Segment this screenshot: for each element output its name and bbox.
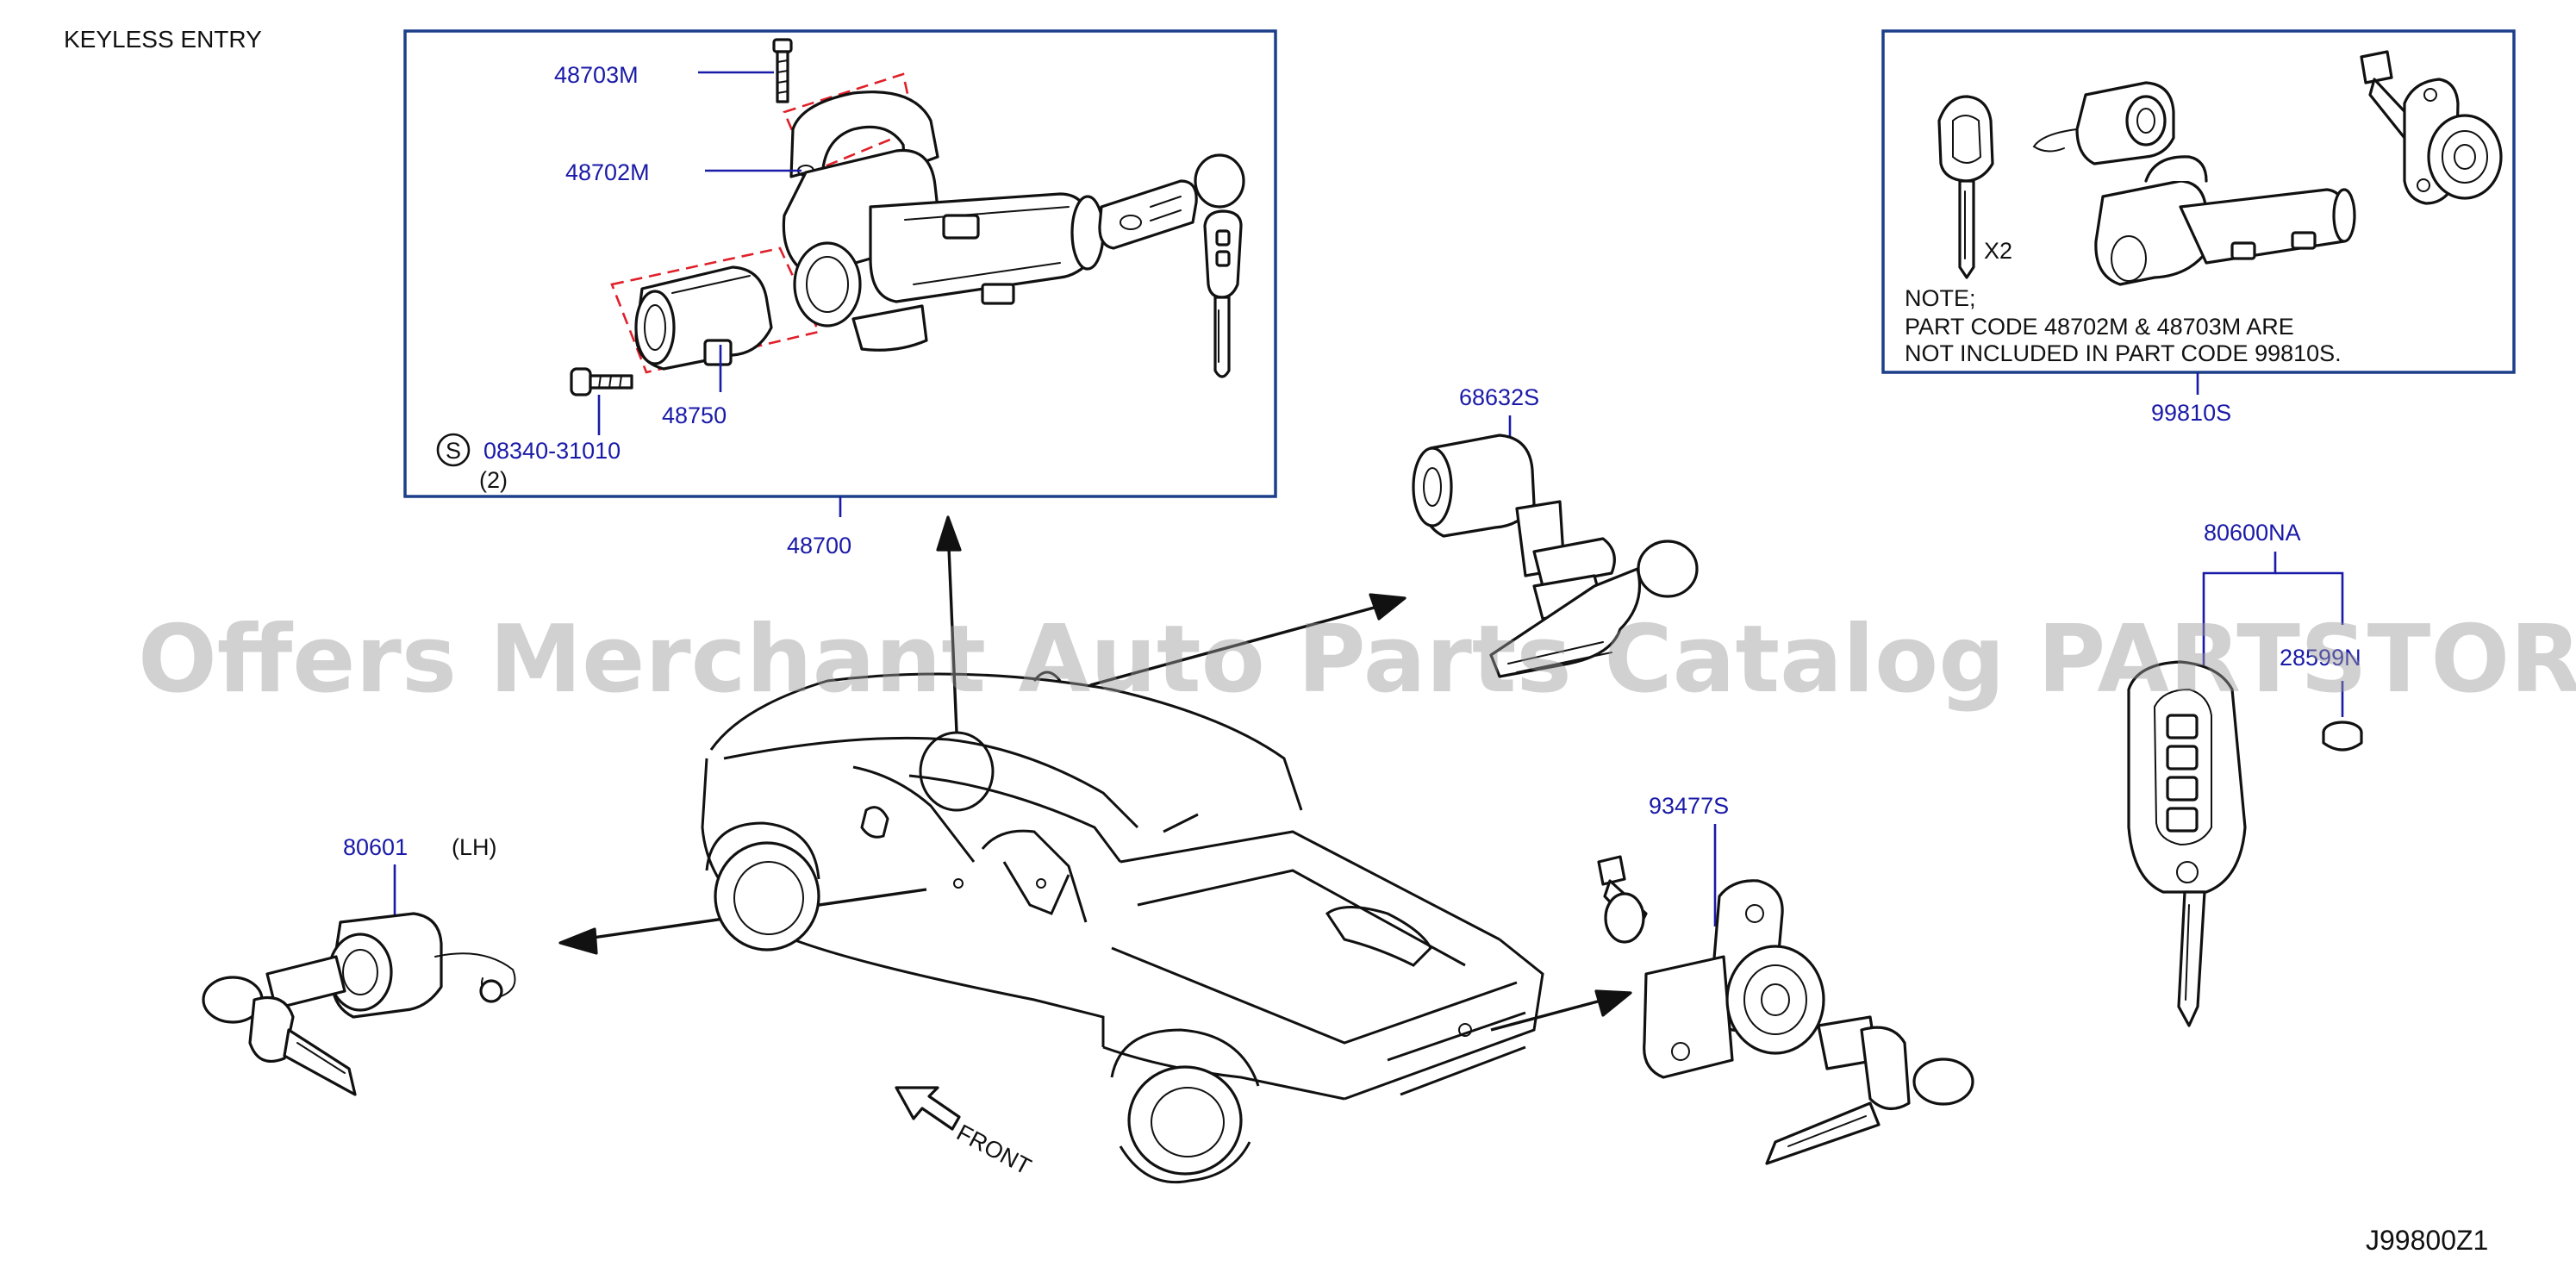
standard-part-letter: S: [446, 438, 461, 464]
front-arrow-icon: [895, 1086, 961, 1131]
ignition-cylinder-icon: [634, 265, 773, 371]
steering-lock-body-icon: [782, 148, 1105, 352]
key-set-group: X2 NOTE; PART: [1881, 29, 2516, 426]
pickup-truck-icon: [701, 671, 1544, 1184]
pointer-arrow-ignition: [946, 527, 958, 733]
door-cylinder-small-icon: [2032, 81, 2175, 165]
tailgate-cylinder-icon: [1597, 855, 1974, 1165]
callout-48700: 48700: [787, 533, 851, 558]
standard-part-symbol: S: [436, 433, 471, 467]
dashed-outline-lower: [610, 246, 820, 374]
pointer-arrow-door: [1089, 600, 1397, 687]
quantity-label: (2): [479, 467, 508, 493]
callout-80600NA: 80600NA: [2204, 520, 2301, 546]
callout-48703M: 48703M: [554, 62, 639, 88]
ignition-switch-group: 48703M 48702M 48750 S 08340-31010 (2) 48…: [403, 29, 1277, 558]
callout-28599: 28599N: [2280, 645, 2361, 671]
front-label: FRONT: [952, 1120, 1035, 1180]
watermark-text: Offers Merchant Auto Parts Catalog PARTS…: [138, 606, 2576, 714]
callout-48702M: 48702M: [565, 159, 650, 185]
remote-key-group: 80600NA 28599N: [2127, 520, 2363, 1027]
tailgate-cylinder-small-icon: [2360, 50, 2503, 205]
remote-key-fob-icon: [2127, 660, 2247, 1027]
bolt-icon: [772, 38, 793, 103]
diagram-code: J99800Z1: [2366, 1225, 2488, 1256]
key-quantity-label: X2: [1984, 238, 2012, 264]
blade-key-icon: [1937, 95, 1994, 279]
door-cylinder-lh-icon: [202, 912, 516, 1096]
note-line-3: NOT INCLUDED IN PART CODE 99810S.: [1905, 340, 2342, 366]
door-lock-cylinder-group: 68632S: [1089, 384, 1699, 687]
ignition-body-small-icon: [2094, 155, 2356, 286]
callout-80601: 80601: [343, 834, 408, 860]
callout-68632S: 68632S: [1459, 384, 1539, 410]
battery-icon: [2322, 721, 2363, 752]
callout-93477S: 93477S: [1649, 793, 1729, 819]
callout-48750: 48750: [662, 402, 727, 428]
key-fob-icon: [1098, 153, 1245, 378]
lh-label: (LH): [452, 834, 497, 860]
note-line-2: PART CODE 48702M & 48703M ARE: [1905, 314, 2294, 340]
callout-99810S: 99810S: [2151, 400, 2231, 426]
diagram-title: KEYLESS ENTRY: [64, 26, 262, 53]
front-direction-indicator: FRONT: [895, 1086, 1035, 1180]
door-lock-cylinder-icon: [1412, 434, 1699, 678]
callout-08340-31010: 08340-31010: [483, 438, 621, 464]
tailgate-cylinder-group: 93477S: [1490, 793, 1974, 1165]
screw-icon: [570, 367, 633, 396]
note-line-1: NOTE;: [1905, 285, 1976, 311]
